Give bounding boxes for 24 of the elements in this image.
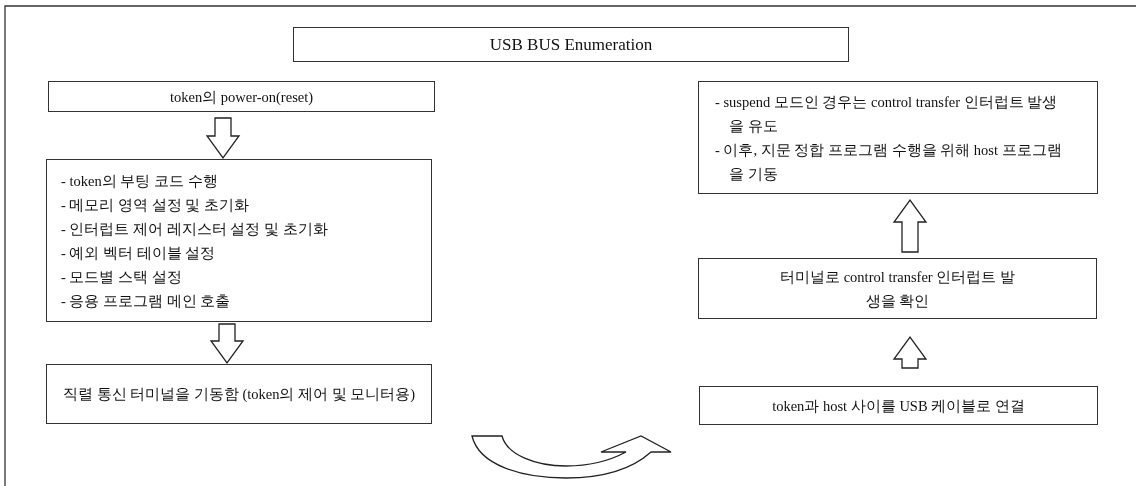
process-box [48,81,435,112]
block-arrow [471,435,672,479]
list-item: - 모드별 스택 설정 [61,267,183,287]
list-item: - 메모리 영역 설정 및 초기화 [61,195,250,215]
block-arrow [209,323,245,365]
list-item: - 이후, 지문 정합 프로그램 수행을 위해 host 프로그램을 기동 [715,140,1063,184]
step-text: token과 host 사이를 USB 케이블로 연결 [771,396,1026,416]
process-box [698,258,1097,319]
step-text: 직렬 통신 터미널을 기동함 (token의 제어 및 모니터용) [61,385,417,404]
list-item: - 인터럽트 제어 레지스터 설정 및 초기화 [61,219,329,239]
list-item: - 응용 프로그램 메인 호출 [61,291,232,311]
title: USB BUS Enumeration [488,33,654,56]
step-text: token의 power-on(reset) [168,87,315,107]
process-box [46,364,432,424]
process-box [699,386,1098,425]
process-box [46,159,432,322]
list-item: - suspend 모드인 경우는 control transfer 인터럽트 발생을 유도 [715,92,1059,136]
list-item: - 예외 벡터 테이블 설정 [61,243,217,263]
block-arrow [892,198,928,253]
list-item: - token의 부팅 코드 수행 [61,171,219,191]
block-arrow [205,117,241,160]
step-text: 터미널로 control transfer 인터럽트 발생을 확인 [779,267,1016,311]
process-box [698,81,1098,194]
block-arrow [892,335,928,369]
